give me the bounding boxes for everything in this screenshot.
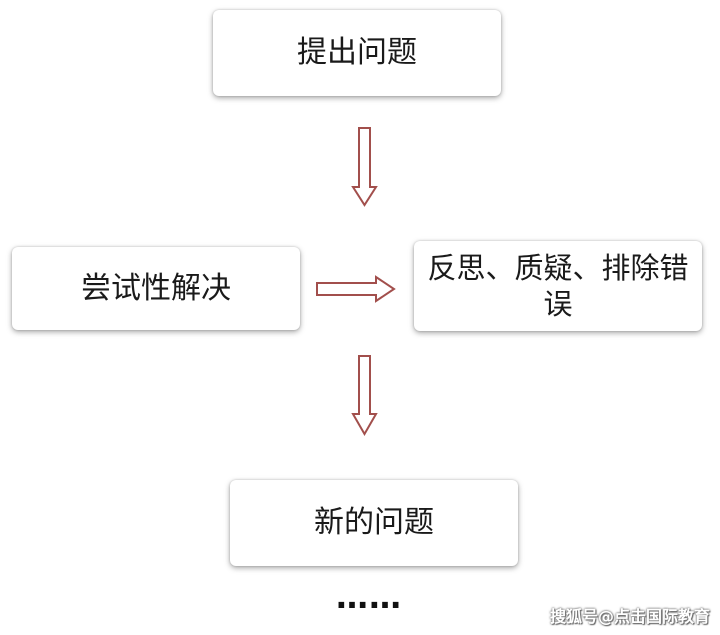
- continuation-ellipsis: ……: [336, 578, 402, 616]
- node-reflect-question-eliminate: 反思、质疑、排除错误: [414, 241, 702, 331]
- node-propose-problem-label: 提出问题: [297, 35, 417, 71]
- node-new-problem-label: 新的问题: [314, 505, 434, 541]
- arrow-right-middle: [316, 275, 396, 303]
- node-tentative-solution: 尝试性解决: [12, 247, 300, 330]
- node-reflect-question-eliminate-label: 反思、质疑、排除错误: [427, 250, 689, 321]
- node-new-problem: 新的问题: [230, 480, 518, 566]
- watermark-text: 搜狐号@点击国际教育: [549, 607, 710, 626]
- node-tentative-solution-label: 尝试性解决: [81, 270, 231, 306]
- arrow-down-top: [351, 127, 378, 207]
- arrow-down-bottom: [351, 355, 378, 437]
- node-propose-problem: 提出问题: [213, 10, 501, 96]
